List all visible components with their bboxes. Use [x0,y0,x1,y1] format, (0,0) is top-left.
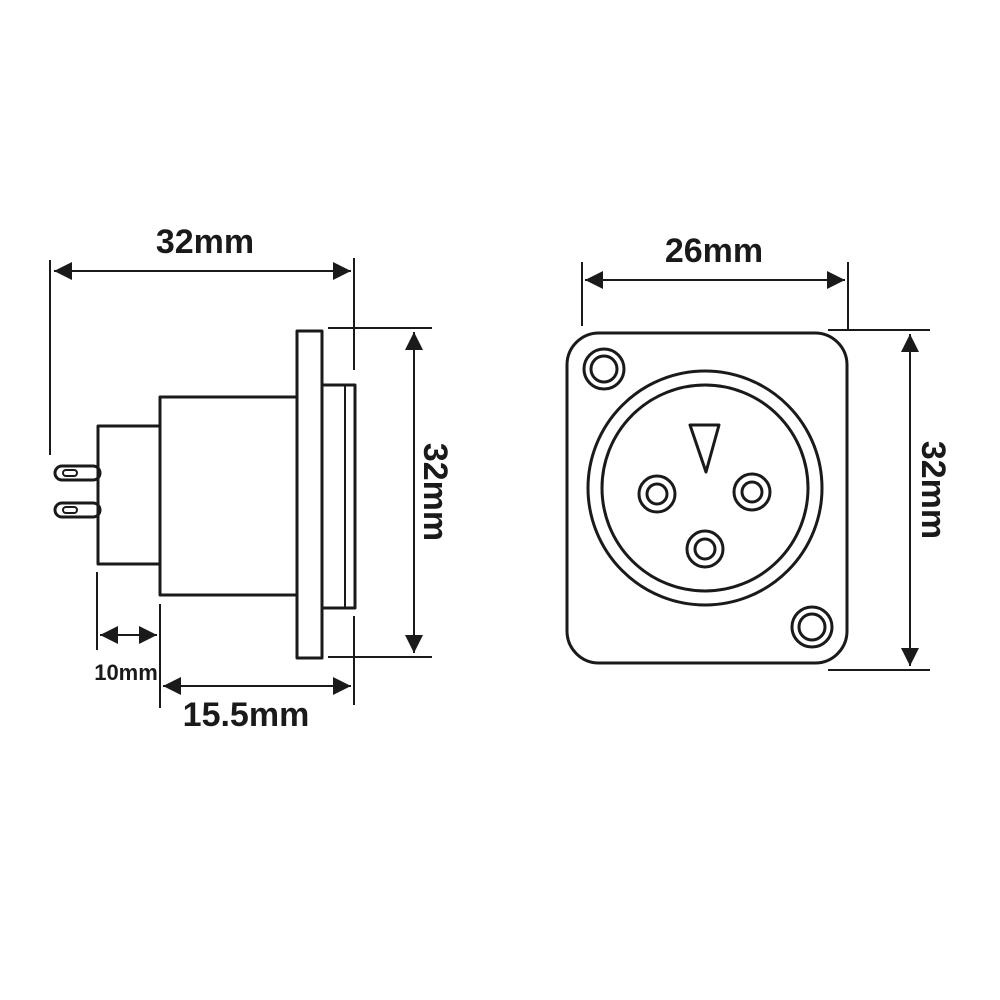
front-shell [320,383,357,610]
front-extension-lines [581,262,930,671]
connector-face-outer [586,369,824,607]
rear-insert [96,424,162,566]
latch-triangle [688,423,721,474]
front-view: 26mm 32mm [565,232,952,671]
side-height-label: 32mm [416,443,454,541]
solder-pins [53,464,102,519]
side-extension-lines [49,258,432,708]
mounting-flange [295,329,324,660]
pin-socket-bottom [685,529,725,569]
pin-length-label: 10mm [94,660,158,685]
front-flange [565,331,849,665]
mounting-hole-bottom-right [790,605,834,649]
front-width-label: 26mm [665,232,763,270]
mounting-hole-top-left [582,347,626,391]
pin-socket-left [637,474,677,514]
overall-width-label: 32mm [156,223,254,261]
body-depth-label: 15.5mm [183,696,310,734]
side-view: 32mm 32mm 10mm 15.5mm [49,223,454,734]
connector-face-inner [600,383,810,593]
connector-body [158,395,299,597]
pin-socket-right [732,472,772,512]
front-height-label: 32mm [914,441,952,539]
